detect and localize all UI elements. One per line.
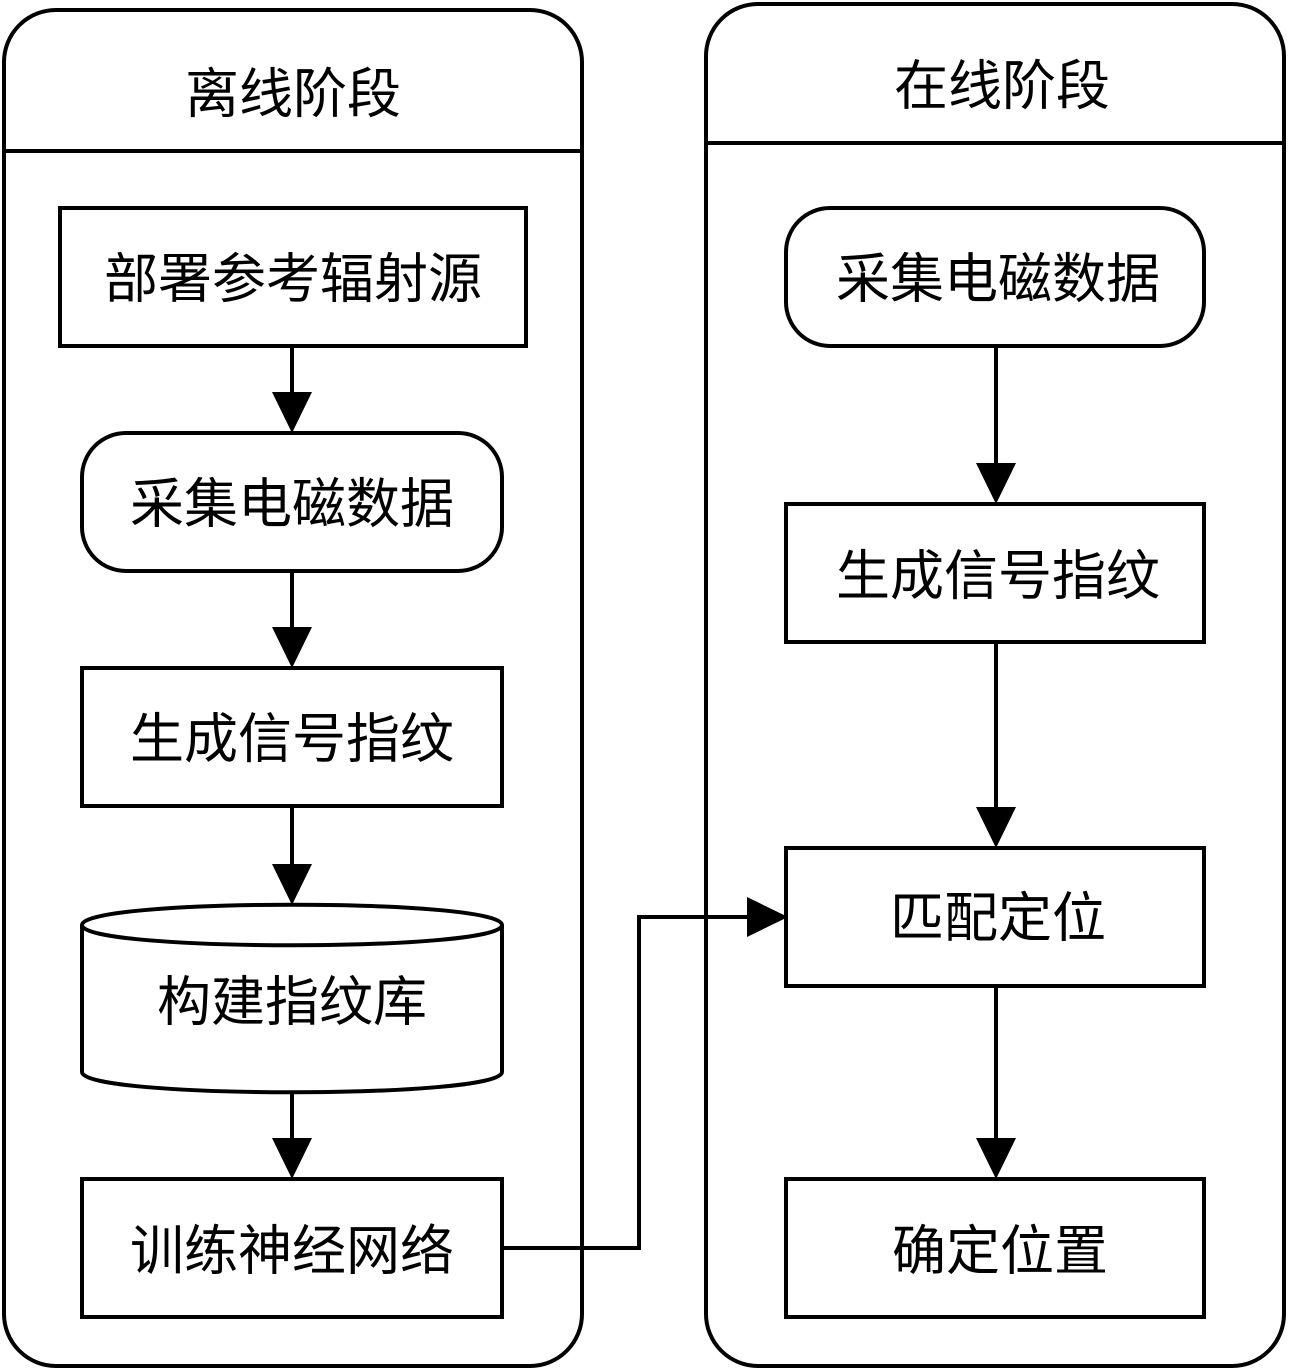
arrow-line [502,915,752,1250]
database-cylinder-rim [80,923,504,948]
process-box [58,206,528,348]
process-box [80,666,504,808]
arrow-online-generate-to-match [976,642,1016,848]
arrowhead [272,627,312,668]
arrowhead [747,897,788,937]
arrowhead [976,463,1016,504]
offline-node-deploy: 部署参考辐射源 [58,206,528,348]
arrow-train-to-match [502,897,788,1250]
arrow-match-to-locate [976,986,1016,1179]
arrow-online-collect-to-generate [976,346,1016,504]
offline-node-collect-label: 采集电磁数据 [130,473,454,536]
online-node-match: 匹配定位 [784,846,1206,988]
arrow-deploy-to-collect [272,346,312,433]
arrow-generate-to-build-db [272,806,312,905]
offline-node-train: 训练神经网络 [80,1177,504,1319]
arrowhead [272,392,312,433]
offline-stage-title: 离线阶段 [185,63,401,126]
process-box [80,1177,504,1319]
offline-node-train-label: 训练神经网络 [130,1220,454,1283]
offline-node-deploy-label: 部署参考辐射源 [104,248,482,311]
online-node-locate-label: 确定位置 [892,1220,1108,1283]
arrowhead [272,864,312,905]
online-node-generate-label: 生成信号指纹 [836,545,1160,608]
offline-node-collect: 采集电磁数据 [80,431,504,573]
online-node-collect-label: 采集电磁数据 [836,248,1160,311]
online-node-generate: 生成信号指纹 [784,502,1206,644]
arrowhead [272,1138,312,1179]
offline-node-build-db: 构建指纹库 [80,902,504,1095]
offline-node-build-db-label: 构建指纹库 [157,971,427,1034]
offline-node-generate-label: 生成信号指纹 [130,708,454,771]
database-cylinder [80,902,504,1095]
process-box [784,1177,1206,1319]
offline-node-generate: 生成信号指纹 [80,666,504,808]
arrow-collect-to-generate [272,571,312,668]
arrowhead [976,807,1016,848]
online-node-collect: 采集电磁数据 [784,206,1206,348]
online-node-match-label: 匹配定位 [890,887,1106,950]
online-stage-title: 在线阶段 [894,55,1110,118]
arrow-build-db-to-train [272,1092,312,1179]
online-node-locate: 确定位置 [784,1177,1206,1319]
arrowhead [976,1138,1016,1179]
